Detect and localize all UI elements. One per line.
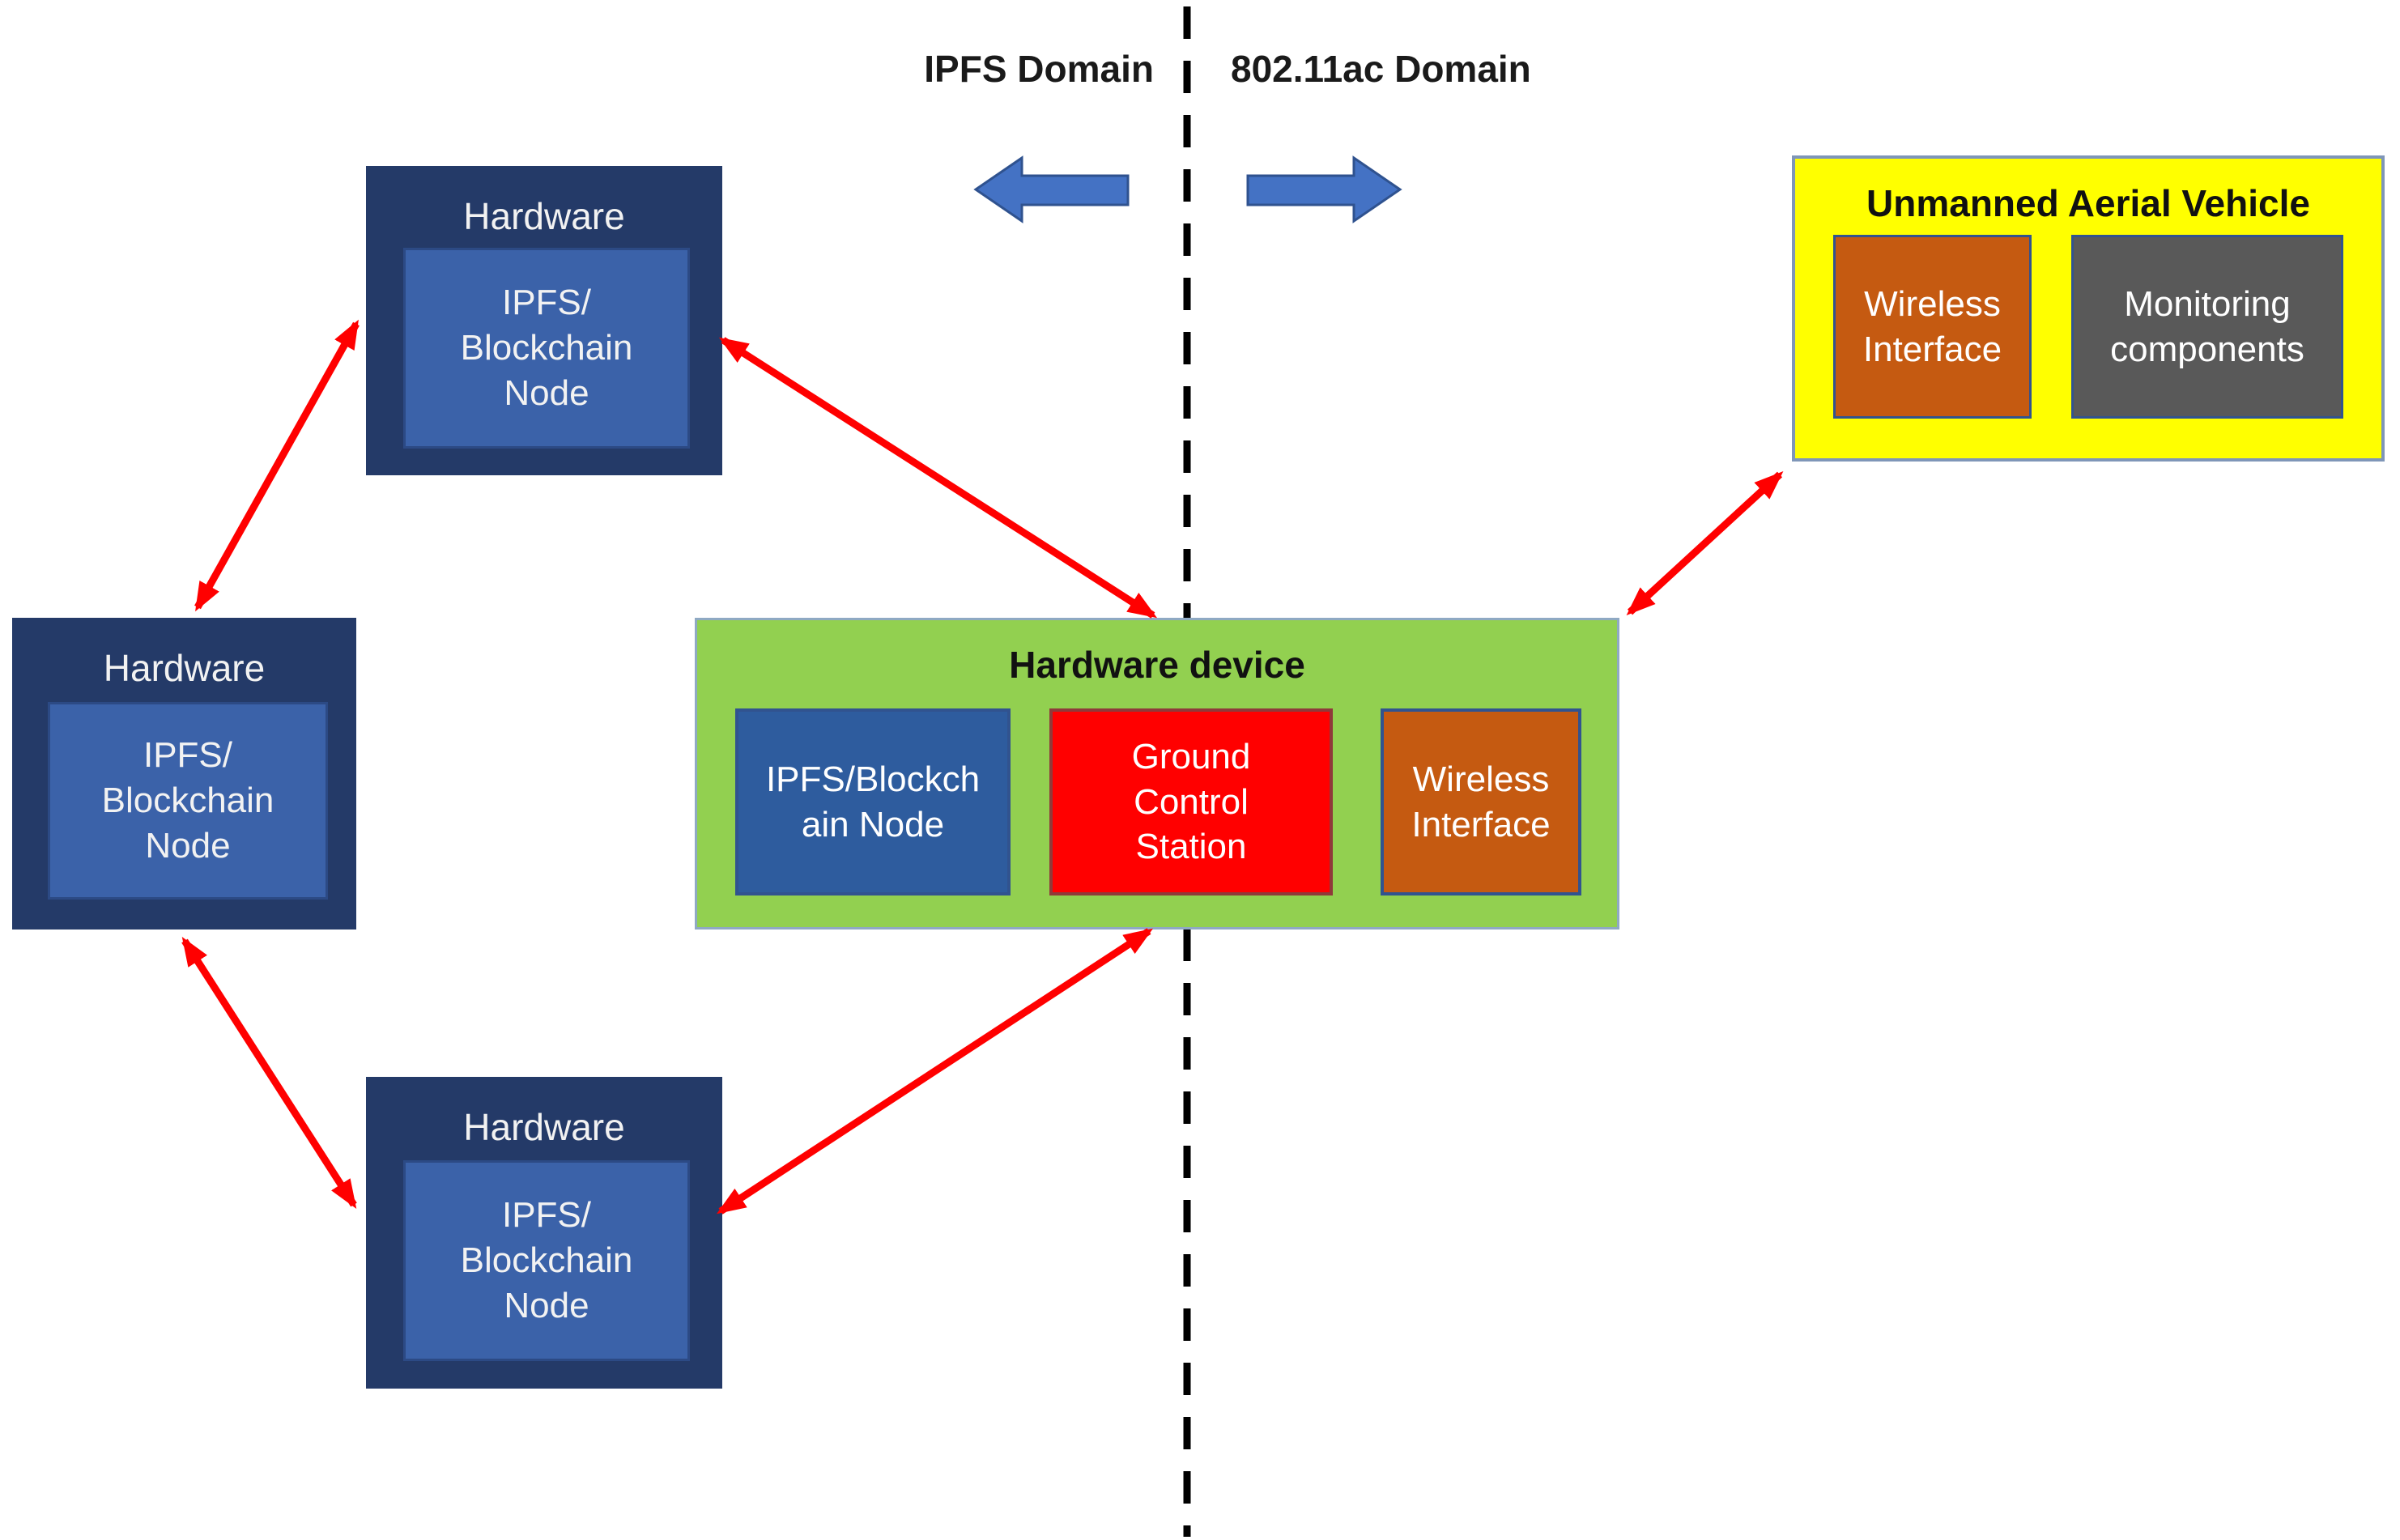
right-domain-arrow-icon <box>1246 155 1402 223</box>
hardware-node-top-ipfs-blockchain-node: IPFS/ Blockchain Node <box>403 248 690 449</box>
uav-wireless-interface: Wireless Interface <box>1833 235 2032 419</box>
hardware-node-top-title: Hardware <box>463 195 625 237</box>
ipfs-domain-label: IPFS Domain <box>924 48 1154 90</box>
hardware-node-bottom-ipfs-blockchain-node: IPFS/ Blockchain Node <box>403 1160 690 1361</box>
hardware-node-left: Hardware IPFS/ Blockchain Node <box>12 618 356 930</box>
80211ac-domain-label: 802.11ac Domain <box>1231 48 1531 90</box>
hardware-node-bottom-title: Hardware <box>463 1106 625 1148</box>
device-ground-control-station: Ground Control Station <box>1049 708 1333 895</box>
uav-title: Unmanned Aerial Vehicle <box>1866 182 2310 224</box>
hardware-device-box: Hardware device IPFS/Blockch ain Node Gr… <box>695 618 1619 930</box>
device-wireless-interface: Wireless Interface <box>1381 708 1581 895</box>
hardware-node-bottom: Hardware IPFS/ Blockchain Node <box>366 1077 722 1389</box>
hardware-node-top: Hardware IPFS/ Blockchain Node <box>366 166 722 475</box>
uav-monitoring-components: Monitoring components <box>2071 235 2343 419</box>
hardware-device-title: Hardware device <box>1009 644 1305 686</box>
hardware-node-left-ipfs-blockchain-node: IPFS/ Blockchain Node <box>48 702 328 900</box>
device-ipfs-blockchain-node: IPFS/Blockch ain Node <box>735 708 1011 895</box>
left-domain-arrow-icon <box>973 155 1130 223</box>
uav-box: Unmanned Aerial Vehicle Wireless Interfa… <box>1792 155 2385 462</box>
hardware-node-left-title: Hardware <box>103 647 266 689</box>
